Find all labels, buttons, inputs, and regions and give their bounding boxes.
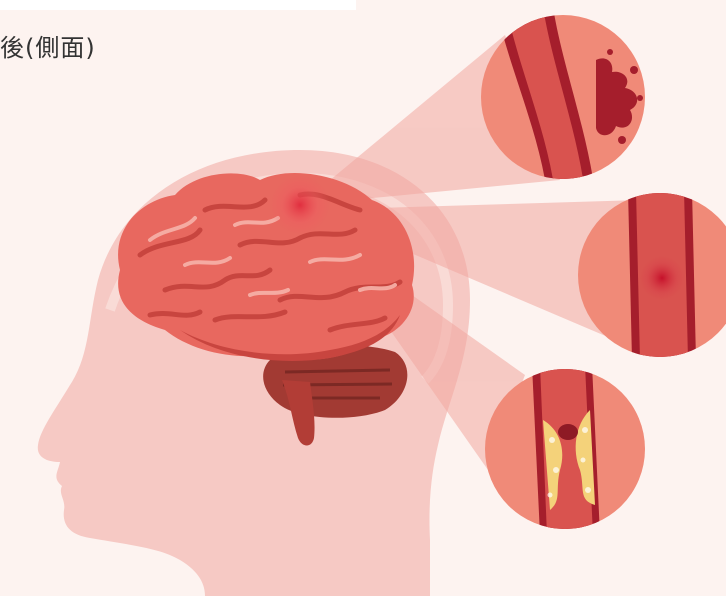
illustration-stage: 後(側面): [0, 0, 726, 596]
stroke-illustration: [0, 0, 726, 596]
